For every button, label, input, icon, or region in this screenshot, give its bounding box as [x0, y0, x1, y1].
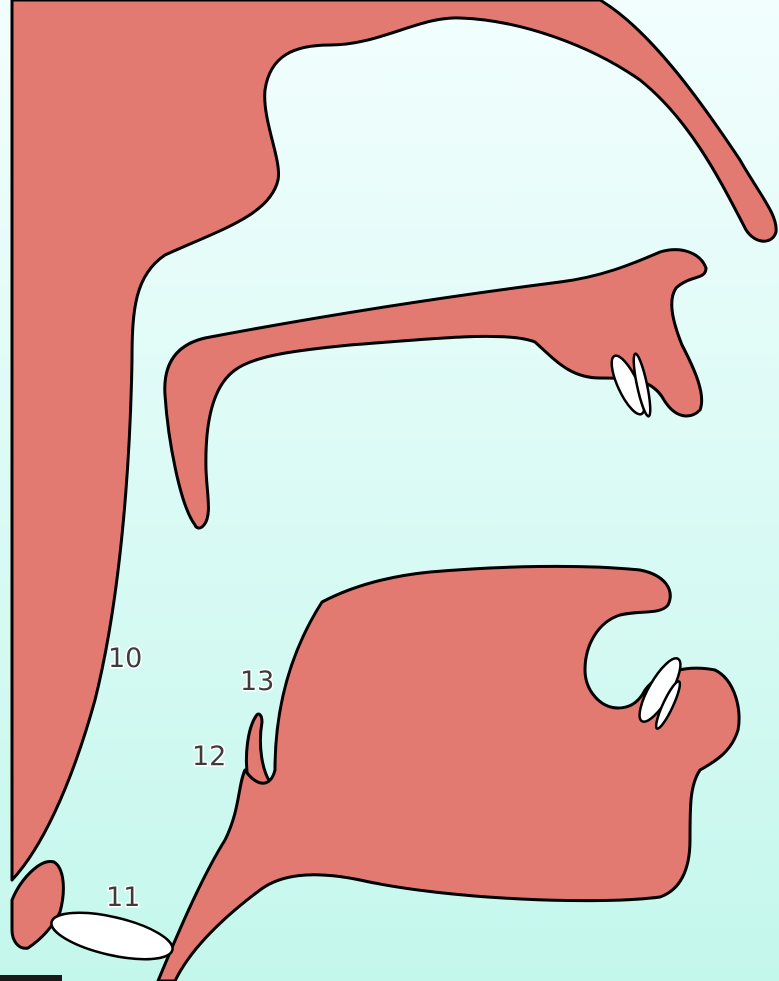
corner-mark [0, 975, 62, 981]
label-10: 10 [108, 643, 142, 674]
label-13: 13 [240, 666, 274, 697]
label-11: 11 [106, 882, 140, 913]
label-12: 12 [192, 741, 226, 772]
